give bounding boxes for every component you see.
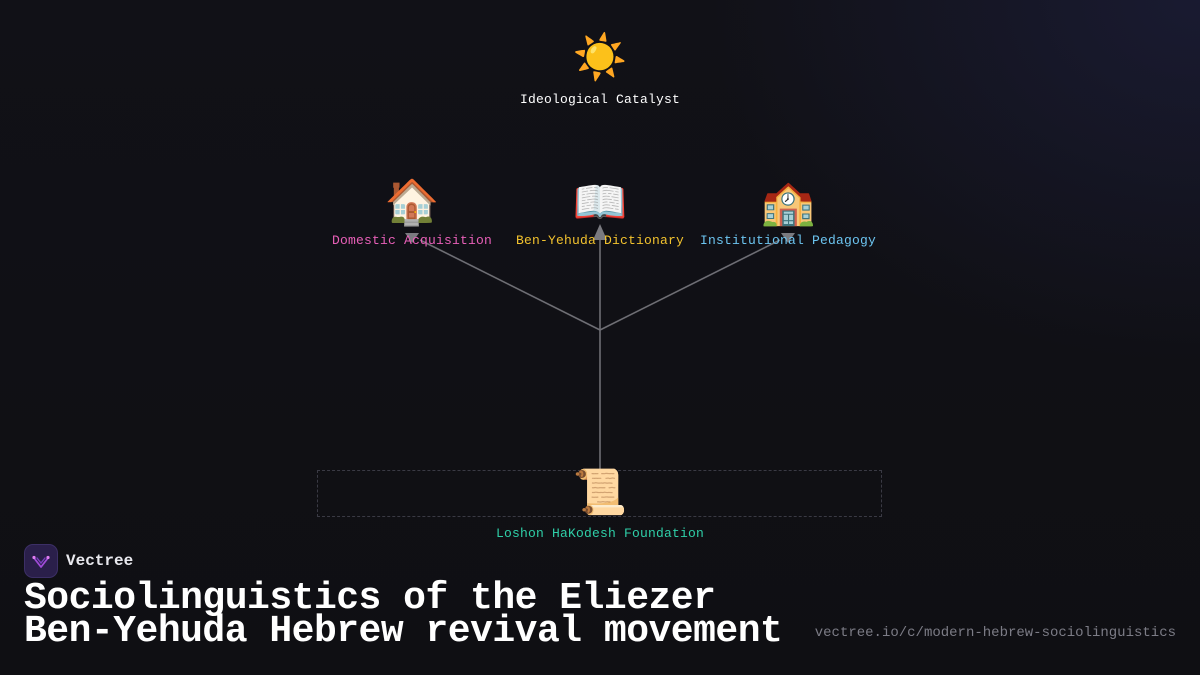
brand-name: Vectree [66,552,134,570]
branch-node-dictionary: 📖 Ben-Yehuda Dictionary [516,176,684,249]
catalyst-node: ☀️ Ideological Catalyst [520,31,680,108]
brand[interactable]: Vectree [24,544,133,578]
house-icon: 🏠 [384,177,440,228]
scroll-icon: 📜 [572,467,628,518]
arrowhead-center [593,224,607,240]
arrowhead-right [781,233,795,243]
catalyst-label: Ideological Catalyst [519,92,681,107]
foundation-box [317,470,882,517]
foundation-node: 📜 Loshon HaKodesh Foundation [496,466,704,542]
foundation-label: Loshon HaKodesh Foundation [495,526,705,541]
branch-line-right [599,239,781,331]
page-title: Sociolinguistics of the Eliezer Ben-Yehu… [24,577,783,653]
sun-icon: ☀️ [572,32,628,83]
open-book-icon: 📖 [572,177,628,228]
vectree-logo-icon [24,544,58,578]
source-url[interactable]: vectree.io/c/modern-hebrew-sociolinguist… [814,625,1176,641]
school-icon: 🏫 [760,177,816,228]
branch-label-dictionary: Ben-Yehuda Dictionary [515,233,685,248]
arrowhead-left [405,233,419,243]
branch-node-domestic: 🏠 Domestic Acquisition [332,176,492,249]
branch-line-left [419,239,601,331]
branch-label-pedagogy: Institutional Pedagogy [699,233,877,248]
branch-node-pedagogy: 🏫 Institutional Pedagogy [700,176,876,249]
branch-label-domestic: Domestic Acquisition [331,233,493,248]
